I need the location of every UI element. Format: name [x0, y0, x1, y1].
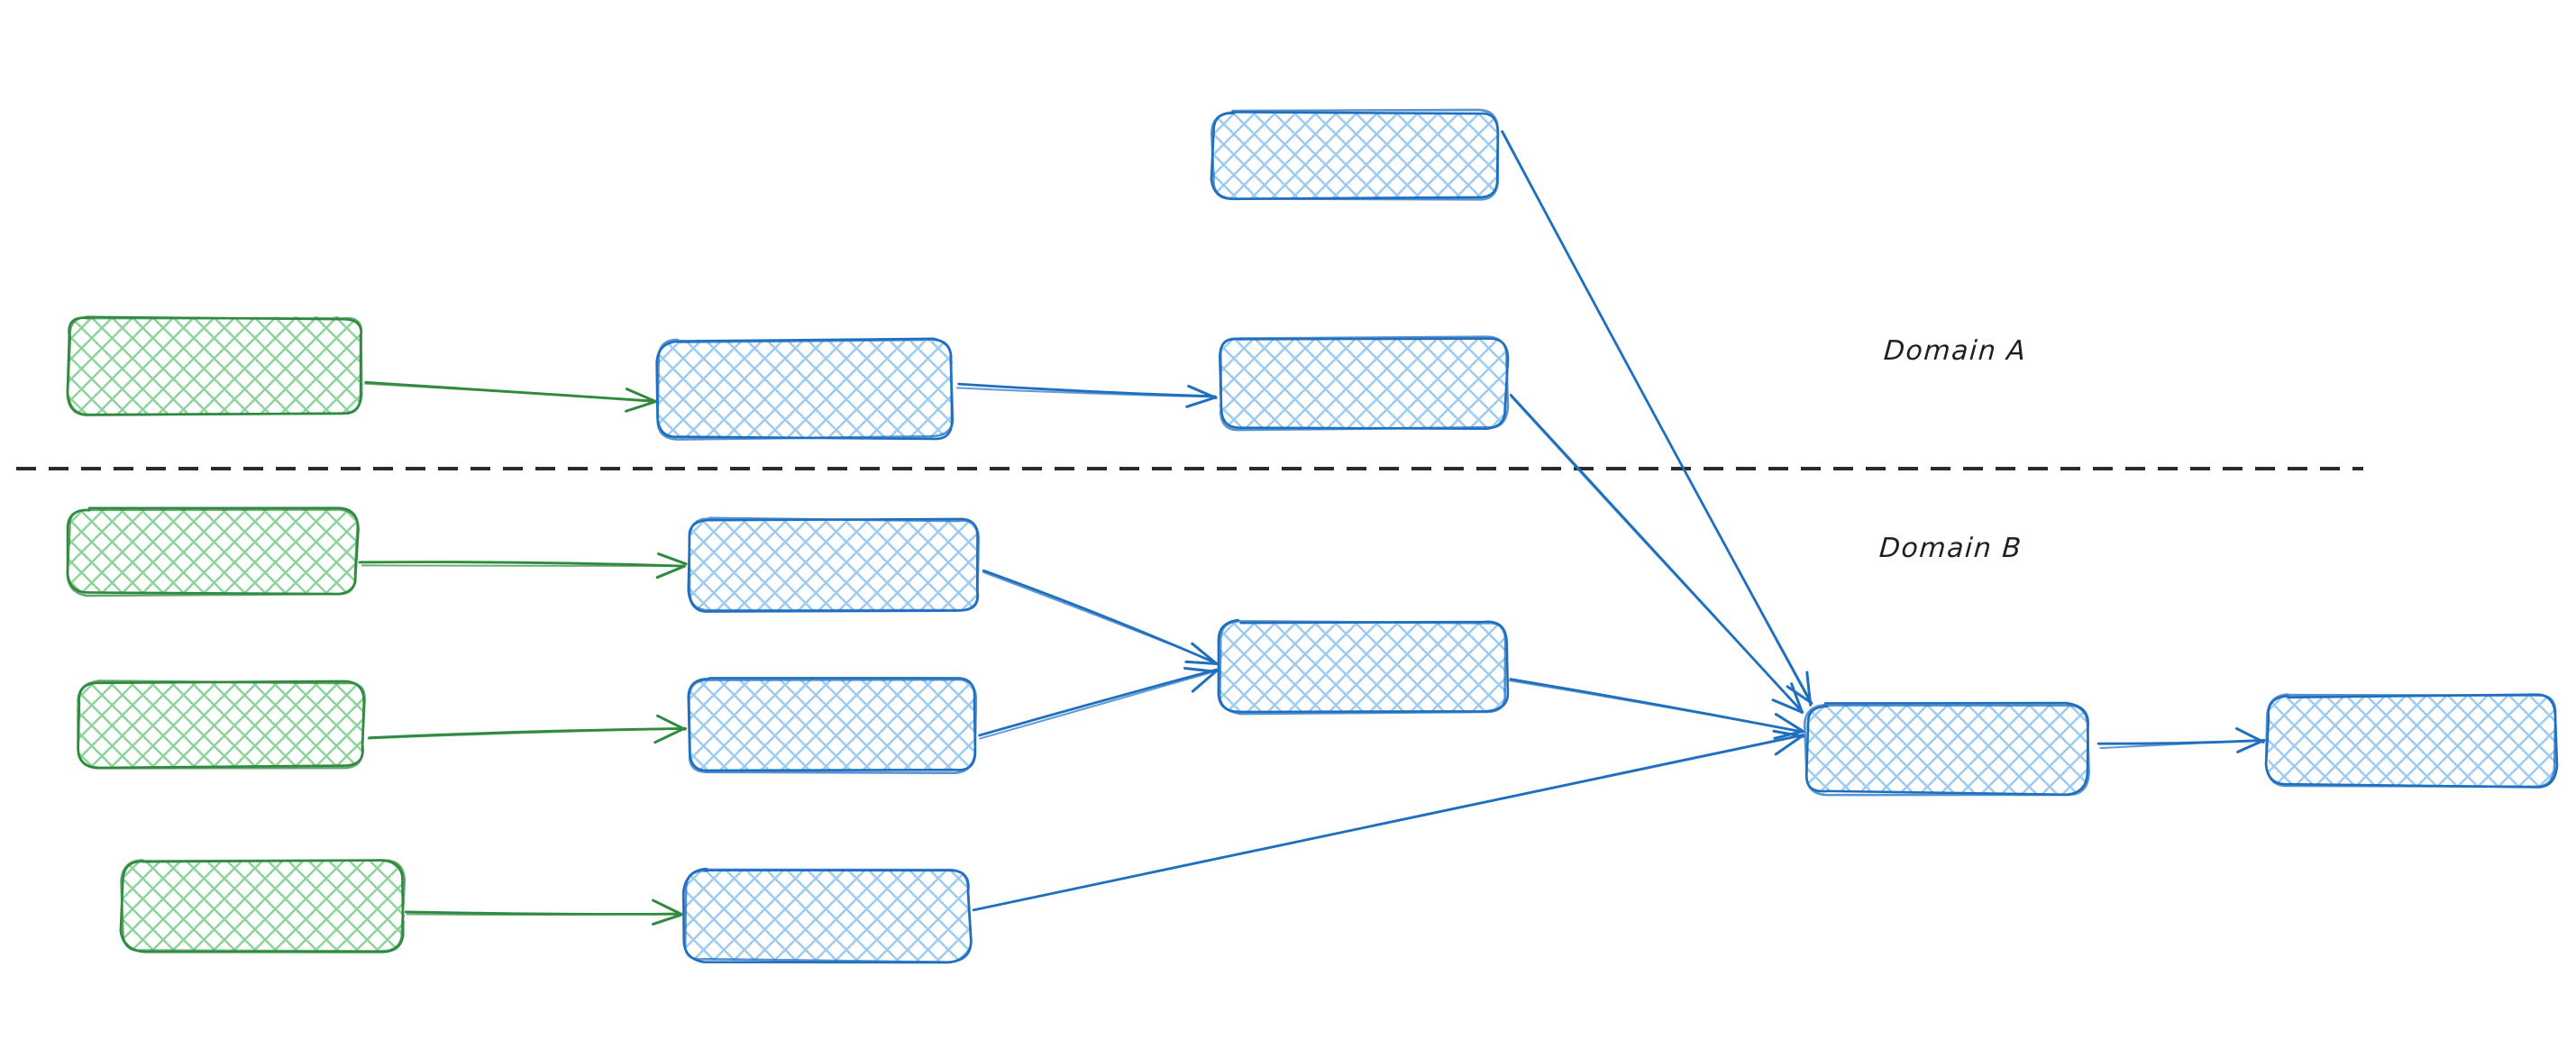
edge-shaft: [2099, 738, 2266, 750]
edge-arrowhead: [1771, 698, 1804, 714]
node-fill: [683, 871, 970, 962]
node-outline: [1219, 335, 1510, 432]
node-fill: [1219, 337, 1507, 429]
edges-layer: [358, 130, 2266, 926]
node-blue-last[interactable]: [2264, 693, 2559, 789]
node-outline: [77, 680, 366, 770]
node-blue-center-b[interactable]: [1217, 618, 1510, 716]
edge-arrowhead: [656, 714, 687, 731]
node-outline: [683, 868, 973, 964]
edge-arrowhead: [1773, 729, 1804, 740]
edge-e12[interactable]: [2096, 726, 2266, 753]
node-outline: [2264, 693, 2557, 789]
edge-shaft: [1502, 131, 1813, 705]
edge-arrowhead: [1790, 682, 1804, 715]
node-fill: [1211, 112, 1500, 198]
edge-shaft: [363, 382, 656, 403]
edge-shaft: [982, 571, 1218, 664]
edge-e10[interactable]: [972, 729, 1805, 912]
node-blue-mid-b3[interactable]: [681, 867, 973, 964]
node-fill: [687, 518, 980, 612]
node-blue-mid-a[interactable]: [655, 337, 955, 441]
node-outline: [1219, 619, 1507, 716]
node-fill: [123, 861, 405, 953]
edge-e11[interactable]: [1508, 678, 1804, 740]
edge-e7[interactable]: [1509, 394, 1804, 715]
edge-shaft: [358, 561, 686, 568]
edge-shaft: [1508, 680, 1804, 734]
edge-arrowhead: [1774, 734, 1804, 756]
edge-shaft: [979, 670, 1218, 740]
edge-e6[interactable]: [1501, 130, 1813, 707]
edge-arrowhead: [655, 564, 686, 579]
node-outline: [688, 516, 980, 612]
node-blue-big[interactable]: [1803, 701, 2090, 797]
node-fill: [68, 315, 363, 415]
edge-arrowhead: [653, 726, 686, 744]
node-green-4[interactable]: [119, 859, 406, 953]
edge-arrowhead: [1183, 666, 1217, 673]
edge-arrowhead: [625, 388, 657, 403]
node-fill: [1805, 704, 2089, 794]
node-outline: [1803, 704, 2090, 797]
edge-shaft: [361, 564, 686, 568]
edge-shaft: [955, 387, 1217, 398]
node-green-3[interactable]: [77, 680, 366, 770]
edge-arrowhead: [652, 913, 683, 926]
edge-e2[interactable]: [358, 552, 688, 579]
node-fill: [657, 340, 954, 439]
node-outline: [120, 859, 406, 953]
edge-e9[interactable]: [978, 666, 1219, 740]
edge-arrowhead: [1191, 642, 1218, 665]
edge-arrowhead: [2235, 726, 2265, 743]
edge-shaft: [406, 912, 681, 917]
edge-arrowhead: [625, 400, 657, 413]
edge-arrowhead: [1774, 713, 1804, 733]
edge-e1[interactable]: [363, 380, 657, 413]
edge-arrowhead: [1187, 384, 1218, 400]
edge-e8[interactable]: [982, 569, 1219, 665]
edge-shaft: [367, 727, 687, 740]
node-fill: [2267, 695, 2556, 787]
node-blue-mid-b2[interactable]: [687, 677, 978, 775]
edge-arrowhead: [657, 552, 688, 566]
edge-arrowhead: [1191, 669, 1219, 693]
node-fill: [688, 679, 976, 771]
edge-arrowhead: [2236, 739, 2265, 753]
node-outline: [1210, 108, 1500, 201]
node-blue-mid-b1[interactable]: [687, 516, 980, 613]
domain-b-label: Domain B: [1877, 533, 2023, 564]
edge-shaft: [978, 668, 1219, 737]
node-fill: [68, 507, 358, 594]
node-outline: [656, 338, 955, 441]
node-fill: [1218, 620, 1507, 714]
edge-arrowhead: [1786, 685, 1813, 705]
node-blue-top[interactable]: [1210, 108, 1500, 201]
domain-a-label: Domain A: [1882, 335, 2028, 367]
node-fill: [77, 681, 364, 768]
node-outline: [66, 508, 359, 597]
node-outline: [66, 315, 363, 416]
nodes-layer: [66, 108, 2559, 964]
edge-shaft: [1510, 396, 1804, 713]
node-green-1[interactable]: [66, 315, 363, 416]
node-green-2[interactable]: [66, 506, 360, 597]
edge-arrowhead: [1184, 660, 1219, 665]
edge-e5[interactable]: [955, 382, 1218, 408]
edge-arrowhead: [652, 898, 683, 916]
node-blue-right-a[interactable]: [1219, 335, 1510, 432]
edge-arrowhead: [1185, 396, 1218, 408]
edge-e4[interactable]: [404, 898, 683, 926]
edge-shaft: [973, 734, 1804, 912]
edge-e3[interactable]: [367, 714, 687, 744]
node-outline: [688, 678, 978, 775]
edge-arrowhead: [1805, 670, 1813, 707]
